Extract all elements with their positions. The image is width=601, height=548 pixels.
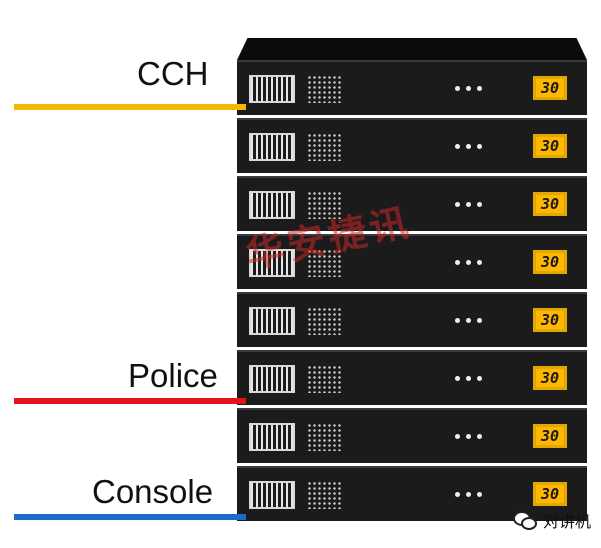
police-connection-line [14, 398, 246, 404]
mesh-grill-icon [307, 75, 341, 103]
unit-display-badge: 30 [533, 308, 567, 332]
unit-display-badge: 30 [533, 134, 567, 158]
status-dots [455, 260, 482, 265]
rack-unit-4: 30 [237, 234, 587, 289]
mesh-grill-icon [307, 365, 341, 393]
console-connection-line [14, 514, 246, 520]
vent-icon [249, 365, 295, 393]
status-dots [455, 376, 482, 381]
status-dots [455, 202, 482, 207]
mesh-grill-icon [307, 133, 341, 161]
rack-unit-1: 30 [237, 60, 587, 115]
vent-icon [249, 481, 295, 509]
unit-display-badge: 30 [533, 366, 567, 390]
source-credit: 对讲机 [512, 508, 591, 532]
vent-icon [249, 133, 295, 161]
rack-unit-5: 30 [237, 292, 587, 347]
mesh-grill-icon [307, 307, 341, 335]
unit-display-badge: 30 [533, 482, 567, 506]
vent-icon [249, 249, 295, 277]
rack-top-cover [237, 38, 587, 60]
mesh-grill-icon [307, 191, 341, 219]
rack-unit-7: 30 [237, 408, 587, 463]
mesh-grill-icon [307, 249, 341, 277]
vent-icon [249, 307, 295, 335]
status-dots [455, 144, 482, 149]
rack-unit-8: 30 [237, 466, 587, 521]
rack-unit-3: 30 [237, 176, 587, 231]
status-dots [455, 492, 482, 497]
vent-icon [249, 423, 295, 451]
unit-display-badge: 30 [533, 250, 567, 274]
rack-unit-6: 30 [237, 350, 587, 405]
console-label: Console [92, 473, 214, 510]
status-dots [455, 434, 482, 439]
status-dots [455, 318, 482, 323]
unit-display-badge: 30 [533, 192, 567, 216]
cch-label: CCH [137, 55, 209, 92]
unit-display-badge: 30 [533, 424, 567, 448]
cch-connection-line [14, 104, 246, 110]
mesh-grill-icon [307, 423, 341, 451]
vent-icon [249, 191, 295, 219]
rack-unit-2: 30 [237, 118, 587, 173]
status-dots [455, 86, 482, 91]
chat-bubble-icon [512, 511, 537, 530]
credit-text: 对讲机 [542, 512, 591, 531]
police-label: Police [128, 357, 218, 394]
mesh-grill-icon [307, 481, 341, 509]
unit-display-badge: 30 [533, 76, 567, 100]
vent-icon [249, 75, 295, 103]
